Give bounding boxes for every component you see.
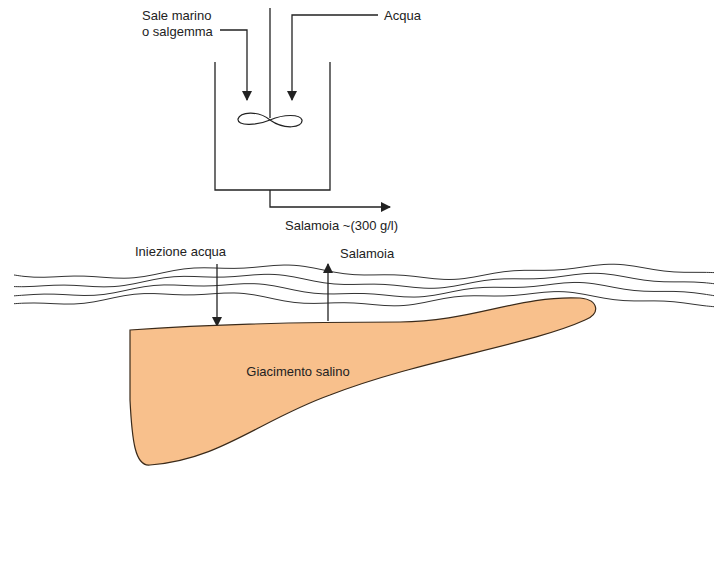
water-inlet-arrow bbox=[292, 15, 378, 100]
brine-label: Salamoia bbox=[340, 246, 394, 262]
salt-inlet-arrow bbox=[220, 30, 247, 100]
injection-label: Iniezione acqua bbox=[135, 244, 226, 260]
brine-extraction-arrow bbox=[327, 264, 328, 321]
deposit-shape bbox=[130, 298, 596, 465]
water-input-label: Acqua bbox=[384, 8, 421, 24]
stratum-line bbox=[14, 264, 714, 279]
stirrer-propeller bbox=[238, 113, 302, 127]
tank bbox=[215, 62, 330, 190]
stratum-line bbox=[14, 292, 714, 307]
salt-input-label: Sale marino o salgemma bbox=[142, 8, 218, 41]
deposit-label: Giacimento salino bbox=[246, 364, 349, 379]
water-injection-arrow bbox=[216, 264, 217, 326]
deposit-outline bbox=[125, 285, 600, 475]
stirrer-shaft bbox=[269, 8, 270, 118]
brine-outlet-arrow bbox=[270, 190, 390, 207]
brine-output-label: Salamoia ~(300 g/l) bbox=[285, 218, 398, 234]
salt-deposit: Giacimento salino bbox=[125, 285, 600, 475]
rock-strata bbox=[14, 264, 714, 306]
stratum-line bbox=[14, 282, 714, 297]
